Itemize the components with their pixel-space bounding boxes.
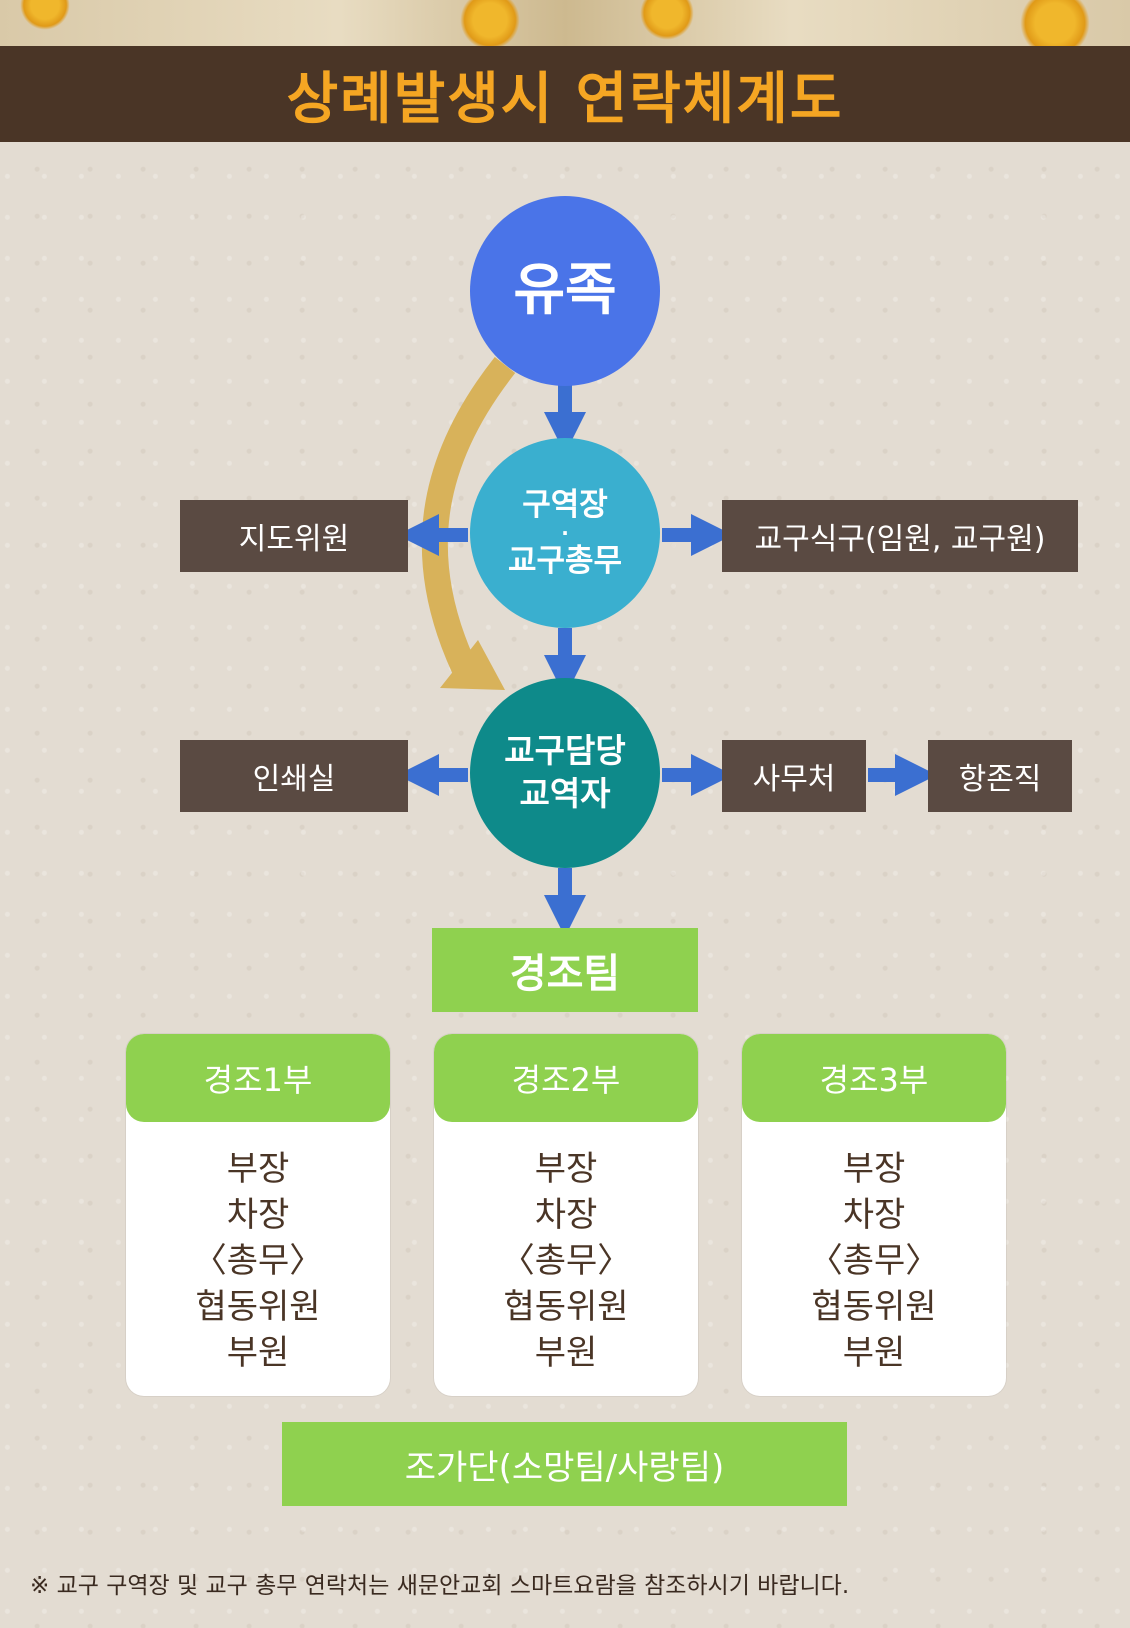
- division-name: 경조1부: [203, 1061, 313, 1099]
- division-header: 경조2부: [434, 1034, 698, 1122]
- role-item: 협동위원: [195, 1287, 321, 1327]
- role-item: 〈총무〉: [192, 1241, 324, 1281]
- family-node: 유족: [470, 196, 660, 386]
- footnote: ※ 교구 구역장 및 교구 총무 연락처는 새문안교회 스마트요람을 참조하시기…: [30, 1573, 850, 1599]
- office-label: 사무처: [752, 762, 836, 797]
- division-card: 경조3부 부장 차장 〈총무〉 협동위원 부원: [742, 1034, 1006, 1396]
- choir-box: 조가단(소망팀/사랑팀): [282, 1422, 847, 1506]
- role-item: 차장: [842, 1195, 906, 1235]
- leader-label-line1: 구역장: [522, 486, 608, 523]
- role-item: 차장: [226, 1195, 290, 1235]
- division-roles: 부장 차장 〈총무〉 협동위원 부원: [434, 1146, 698, 1376]
- members-box: 교구식구(임원, 교구원): [722, 500, 1078, 572]
- role-item: 부원: [226, 1333, 290, 1373]
- leader-label-line2: 교구총무: [507, 543, 623, 579]
- division-roles: 부장 차장 〈총무〉 협동위원 부원: [126, 1146, 390, 1376]
- role-item: 〈총무〉: [808, 1241, 940, 1281]
- division-card: 경조2부 부장 차장 〈총무〉 협동위원 부원: [434, 1034, 698, 1396]
- elder-label: 항존직: [958, 762, 1042, 797]
- members-label: 교구식구(임원, 교구원): [754, 522, 1046, 557]
- division-name: 경조2부: [511, 1061, 621, 1099]
- pastor-label-line2: 교역자: [519, 774, 611, 813]
- division-card: 경조1부 부장 차장 〈총무〉 협동위원 부원: [126, 1034, 390, 1396]
- role-item: 〈총무〉: [500, 1241, 632, 1281]
- curved-arrow: [421, 356, 516, 686]
- role-item: 부장: [226, 1149, 290, 1189]
- elder-box: 항존직: [928, 740, 1072, 812]
- pastor-label-line1: 교구담당: [504, 731, 626, 771]
- team-label: 경조팀: [509, 951, 621, 997]
- role-item: 부원: [534, 1333, 598, 1373]
- role-item: 부장: [842, 1149, 906, 1189]
- division-name: 경조3부: [819, 1061, 929, 1099]
- role-item: 부장: [534, 1149, 598, 1189]
- floral-header-decoration: [0, 0, 1130, 58]
- role-item: 차장: [534, 1195, 598, 1235]
- flower-icon: [460, 0, 520, 50]
- office-box: 사무처: [722, 740, 866, 812]
- team-box: 경조팀: [432, 928, 698, 1012]
- leader-node: 구역장 · 교구총무: [470, 438, 660, 628]
- role-item: 협동위원: [503, 1287, 629, 1327]
- role-item: 부원: [842, 1333, 906, 1373]
- page-title: 상례발생시 연락체계도: [286, 66, 844, 132]
- choir-label: 조가단(소망팀/사랑팀): [404, 1447, 725, 1488]
- advisor-label: 지도위원: [238, 522, 350, 557]
- curved-arrow-head: [440, 640, 505, 690]
- printing-box: 인쇄실: [180, 740, 408, 812]
- title-bar: 상례발생시 연락체계도: [0, 46, 1130, 142]
- division-header: 경조1부: [126, 1034, 390, 1122]
- printing-label: 인쇄실: [252, 762, 336, 797]
- family-label: 유족: [513, 257, 617, 323]
- division-header: 경조3부: [742, 1034, 1006, 1122]
- division-roles: 부장 차장 〈총무〉 협동위원 부원: [742, 1146, 1006, 1376]
- role-item: 협동위원: [811, 1287, 937, 1327]
- pastor-node: 교구담당 교역자: [470, 678, 660, 868]
- leader-label-dot: ·: [561, 521, 569, 545]
- advisor-box: 지도위원: [180, 500, 408, 572]
